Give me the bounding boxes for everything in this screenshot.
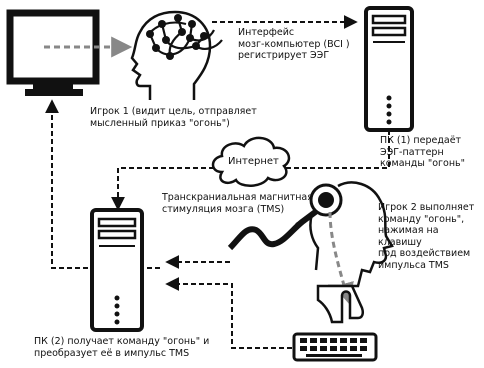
pc-tower-icon xyxy=(364,6,414,132)
internet-to-pc2-arrow xyxy=(111,167,214,211)
bci-label: Интерфейс мозг-компьютер (BCI ) регистри… xyxy=(238,27,350,61)
pc1-label: ПК (1) передаёт ЭЭГ-паттерн команды "ого… xyxy=(380,135,466,169)
player1-label: Игрок 1 (видит цель, отправляет мысленны… xyxy=(90,106,257,129)
head-profile-icon xyxy=(309,181,394,288)
pc2-label: ПК (2) получает команду "огонь" и преобр… xyxy=(34,336,210,359)
cloud-icon xyxy=(211,136,291,187)
pc1-to-internet-line xyxy=(286,130,390,169)
pc-tower-icon xyxy=(90,208,144,332)
player2-label: Игрок 2 выполняет команду "огонь", нажим… xyxy=(378,202,475,271)
hand-icon xyxy=(316,284,365,324)
head-with-eeg-electrodes-icon xyxy=(130,10,223,100)
keyboard-to-pc2-line xyxy=(165,277,292,349)
tms-label: Транскраниальная магнитная стимуляция мо… xyxy=(162,192,313,215)
tms-coil-icon xyxy=(227,183,343,251)
keyboard-icon xyxy=(292,332,378,362)
monitor-icon xyxy=(6,9,100,96)
internet-label: Интернет xyxy=(228,156,279,167)
